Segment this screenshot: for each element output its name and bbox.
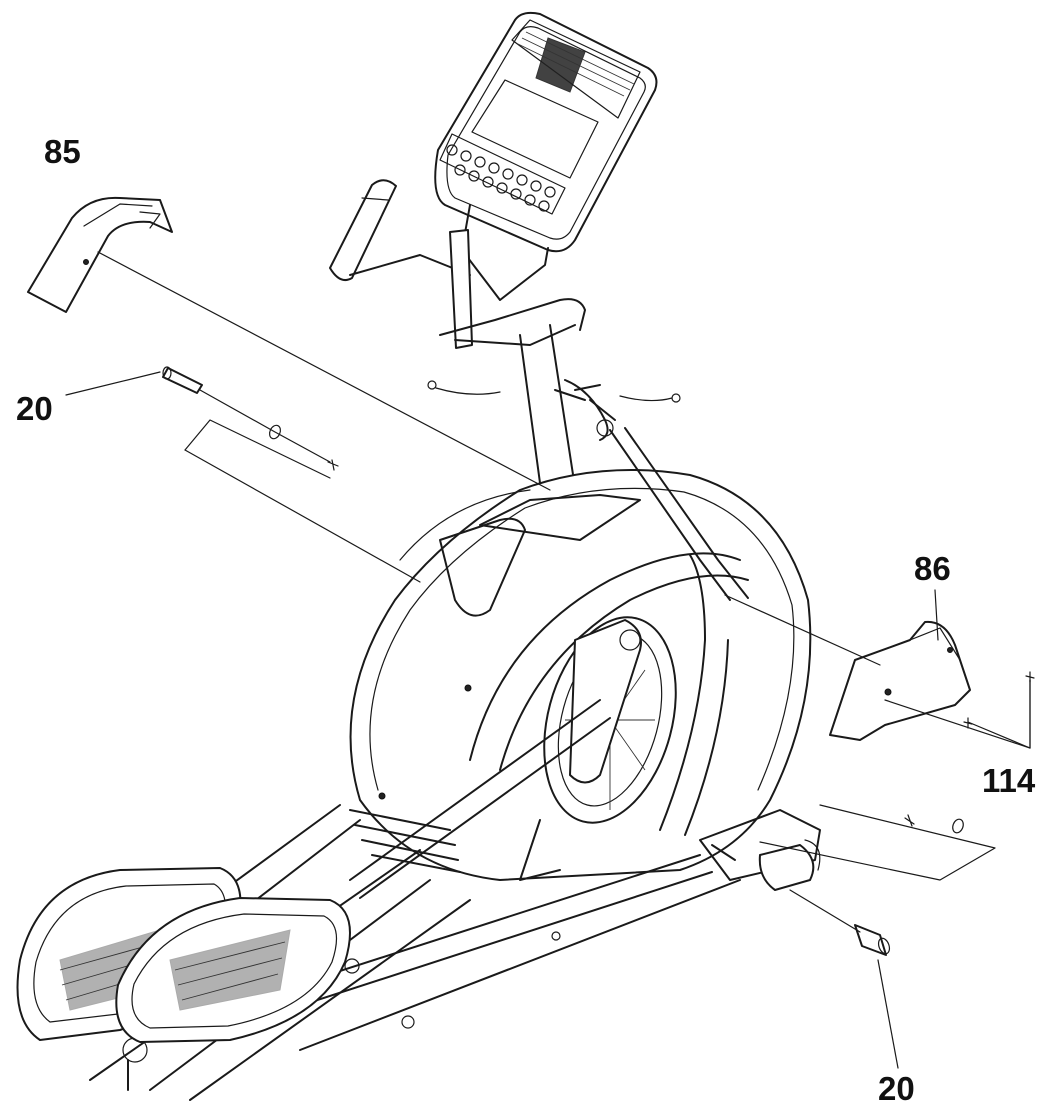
callout-20-bottom: 20 [878, 1070, 915, 1107]
part-86-cover [829, 620, 971, 741]
callout-85: 85 [44, 133, 81, 170]
part-20-axle-bottom [854, 814, 964, 956]
moving-arm [609, 427, 749, 601]
flywheel-shroud [349, 469, 812, 881]
rear-frame [699, 809, 821, 891]
console [434, 11, 658, 301]
handlebars [329, 179, 586, 349]
callout-leaders [65, 371, 1031, 1069]
part-114-screws [963, 671, 1035, 729]
console-keypad [439, 133, 566, 215]
part-20-axle-top [162, 366, 339, 471]
part-85-cover [27, 196, 173, 313]
callout-114: 114 [982, 762, 1036, 799]
pedal-right [115, 897, 351, 1043]
console-screen [471, 79, 599, 179]
callout-86: 86 [914, 550, 951, 587]
speaker-grille [511, 19, 641, 119]
callout-20-top: 20 [16, 390, 53, 427]
